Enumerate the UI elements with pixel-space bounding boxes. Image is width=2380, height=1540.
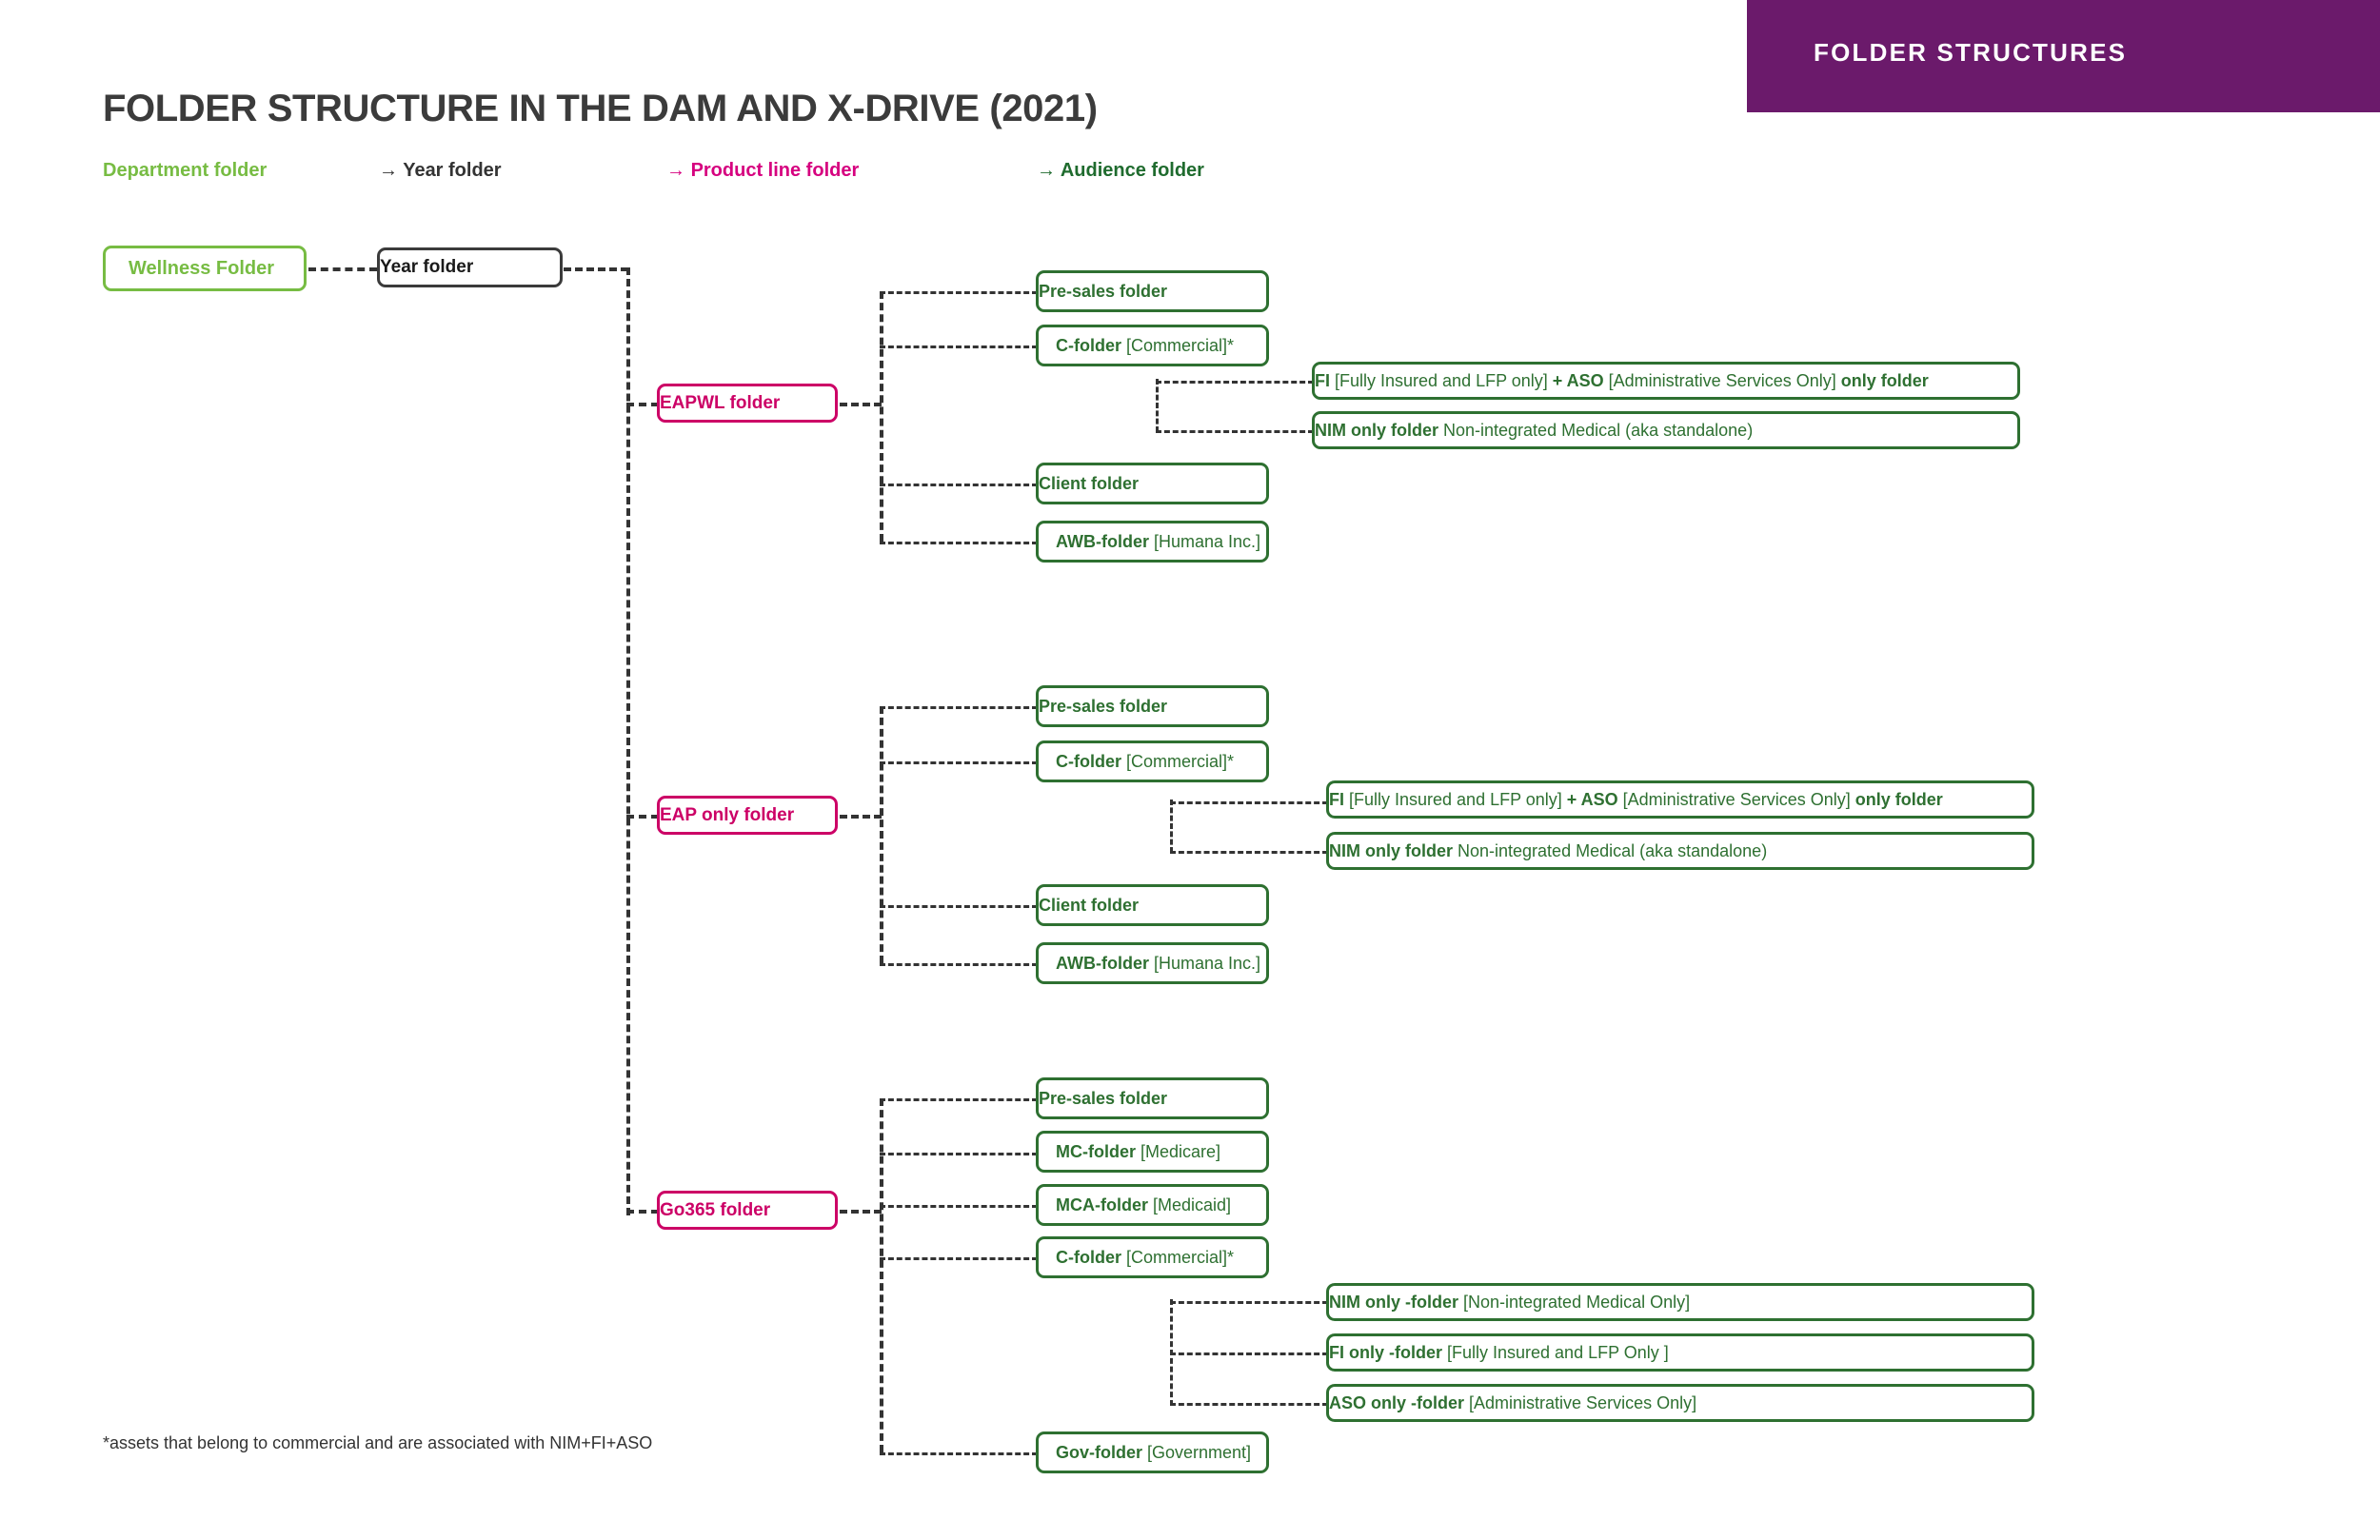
legend-label-product: Product line folder (690, 160, 860, 181)
connector-eapwl-vertical (880, 291, 883, 542)
node-label: Go365 folder (660, 1199, 771, 1220)
connector-go365-sub-3 (1170, 1403, 1328, 1406)
connector-go365-sub-2 (1170, 1352, 1328, 1355)
connector-eapwl-to-subtrunk (840, 403, 882, 406)
legend-item-product: → Product line folder (666, 160, 859, 182)
node-go365-aso-only-folder[interactable]: ASO only -folder [Administrative Service… (1326, 1384, 2034, 1422)
connector-eap-child-4 (880, 963, 1038, 966)
node-label: FI [Fully Insured and LFP only] + ASO [A… (1329, 789, 1943, 809)
node-label: C-folder [Commercial]* (1056, 1247, 1235, 1267)
connector-go365-to-subtrunk (840, 1210, 882, 1214)
connector-go365-child-4 (880, 1257, 1038, 1260)
node-label: Client folder (1039, 895, 1140, 915)
connector-wellness-to-year (308, 267, 377, 271)
banner-title: FOLDER STRUCTURES (1814, 38, 2128, 67)
arrow-icon: → (379, 160, 404, 181)
connector-eap-child-2 (880, 761, 1038, 764)
node-eapwl-nim-only-folder[interactable]: NIM only folder Non-integrated Medical (… (1312, 411, 2020, 449)
connector-trunk-to-go365 (626, 1210, 659, 1214)
node-label: Gov-folder [Government] (1056, 1442, 1252, 1462)
node-label: C-folder [Commercial]* (1056, 335, 1235, 355)
connector-eap-child-3 (880, 905, 1038, 908)
connector-go365-child-2 (880, 1153, 1038, 1155)
node-label: C-folder [Commercial]* (1056, 751, 1235, 771)
node-eap-fi-aso-folder[interactable]: FI [Fully Insured and LFP only] + ASO [A… (1326, 780, 2034, 819)
node-eapwl-c-folder[interactable]: C-folder [Commercial]* (1036, 325, 1269, 366)
node-eap-c-folder[interactable]: C-folder [Commercial]* (1036, 740, 1269, 782)
node-label: ASO only -folder [Administrative Service… (1329, 1392, 1697, 1412)
node-label: NIM only -folder [Non-integrated Medical… (1329, 1292, 1691, 1312)
connector-eap-vertical (880, 706, 883, 963)
legend-label-year: Year folder (403, 160, 502, 181)
connector-eap-sub-2 (1170, 851, 1328, 854)
connector-trunk-to-eap (626, 815, 659, 819)
node-eap-pre-sales-folder[interactable]: Pre-sales folder (1036, 685, 1269, 727)
connector-go365-child-5 (880, 1452, 1038, 1455)
header-banner (1747, 0, 2380, 112)
node-go365-folder[interactable]: Go365 folder (657, 1191, 838, 1230)
node-label: FI only -folder [Fully Insured and LFP O… (1329, 1342, 1669, 1362)
connector-trunk-vertical (626, 267, 630, 1215)
connector-go365-sub-1 (1170, 1301, 1328, 1304)
node-eapwl-client-folder[interactable]: Client folder (1036, 463, 1269, 504)
connector-eap-to-subtrunk (840, 815, 882, 819)
node-label: NIM only folder Non-integrated Medical (… (1329, 840, 1768, 860)
node-label: FI [Fully Insured and LFP only] + ASO [A… (1315, 370, 1929, 390)
node-year-folder[interactable]: Year folder (377, 247, 563, 287)
node-label: Year folder (380, 257, 474, 277)
connector-eapwl-sub-1 (1156, 381, 1314, 384)
connector-go365-vertical (880, 1098, 883, 1452)
connector-go365-child-3 (880, 1205, 1038, 1208)
node-label: EAP only folder (660, 804, 795, 825)
node-eapwl-awb-folder[interactable]: AWB-folder [Humana Inc.] (1036, 521, 1269, 563)
node-label: MC-folder [Medicare] (1056, 1141, 1221, 1161)
node-go365-nim-only-folder[interactable]: NIM only -folder [Non-integrated Medical… (1326, 1283, 2034, 1321)
legend-item-year: → Year folder (379, 160, 502, 182)
node-eap-only-folder[interactable]: EAP only folder (657, 796, 838, 835)
node-go365-gov-folder[interactable]: Gov-folder [Government] (1036, 1431, 1269, 1473)
node-label: EAPWL folder (660, 392, 781, 413)
connector-eapwl-child-3 (880, 484, 1038, 486)
connector-eapwl-sub-2 (1156, 430, 1314, 433)
legend-label-department: Department folder (103, 160, 268, 181)
node-go365-pre-sales-folder[interactable]: Pre-sales folder (1036, 1077, 1269, 1119)
legend-item-audience: → Audience folder (1037, 160, 1204, 182)
node-go365-mca-folder[interactable]: MCA-folder [Medicaid] (1036, 1184, 1269, 1226)
node-eap-client-folder[interactable]: Client folder (1036, 884, 1269, 926)
connector-year-to-trunk (564, 267, 628, 271)
connector-eapwl-child-1 (880, 291, 1038, 294)
node-label: Wellness Folder (129, 257, 275, 279)
node-label: Pre-sales folder (1039, 1088, 1168, 1108)
arrow-icon: → (666, 160, 691, 181)
arrow-icon: → (1037, 160, 1061, 181)
connector-go365-child-1 (880, 1098, 1038, 1101)
node-eap-awb-folder[interactable]: AWB-folder [Humana Inc.] (1036, 942, 1269, 984)
legend-label-audience: Audience folder (1060, 160, 1204, 181)
connector-eapwl-cfolder-vertical (1156, 379, 1159, 432)
node-eap-nim-only-folder[interactable]: NIM only folder Non-integrated Medical (… (1326, 832, 2034, 870)
node-label: NIM only folder Non-integrated Medical (… (1315, 420, 1754, 440)
footnote: *assets that belong to commercial and ar… (103, 1433, 653, 1452)
connector-eap-sub-1 (1170, 801, 1328, 804)
connector-eapwl-child-2 (880, 346, 1038, 348)
node-label: Pre-sales folder (1039, 281, 1168, 301)
node-go365-c-folder[interactable]: C-folder [Commercial]* (1036, 1236, 1269, 1278)
node-go365-mc-folder[interactable]: MC-folder [Medicare] (1036, 1131, 1269, 1173)
node-eapwl-fi-aso-folder[interactable]: FI [Fully Insured and LFP only] + ASO [A… (1312, 362, 2020, 400)
node-eapwl-folder[interactable]: EAPWL folder (657, 384, 838, 423)
node-label: Client folder (1039, 473, 1140, 493)
node-label: AWB-folder [Humana Inc.] (1056, 531, 1261, 551)
node-label: Pre-sales folder (1039, 696, 1168, 716)
node-eapwl-pre-sales-folder[interactable]: Pre-sales folder (1036, 270, 1269, 312)
node-label: AWB-folder [Humana Inc.] (1056, 953, 1261, 973)
node-wellness-folder[interactable]: Wellness Folder (103, 246, 307, 291)
node-go365-fi-only-folder[interactable]: FI only -folder [Fully Insured and LFP O… (1326, 1333, 2034, 1372)
legend-item-department: Department folder (103, 160, 267, 182)
connector-eapwl-child-4 (880, 542, 1038, 544)
connector-eap-cfolder-vertical (1170, 800, 1173, 853)
page-title: FOLDER STRUCTURE IN THE DAM AND X-DRIVE … (103, 88, 1098, 129)
node-label: MCA-folder [Medicaid] (1056, 1194, 1232, 1214)
connector-trunk-to-eapwl (626, 403, 659, 406)
connector-eap-child-1 (880, 706, 1038, 709)
